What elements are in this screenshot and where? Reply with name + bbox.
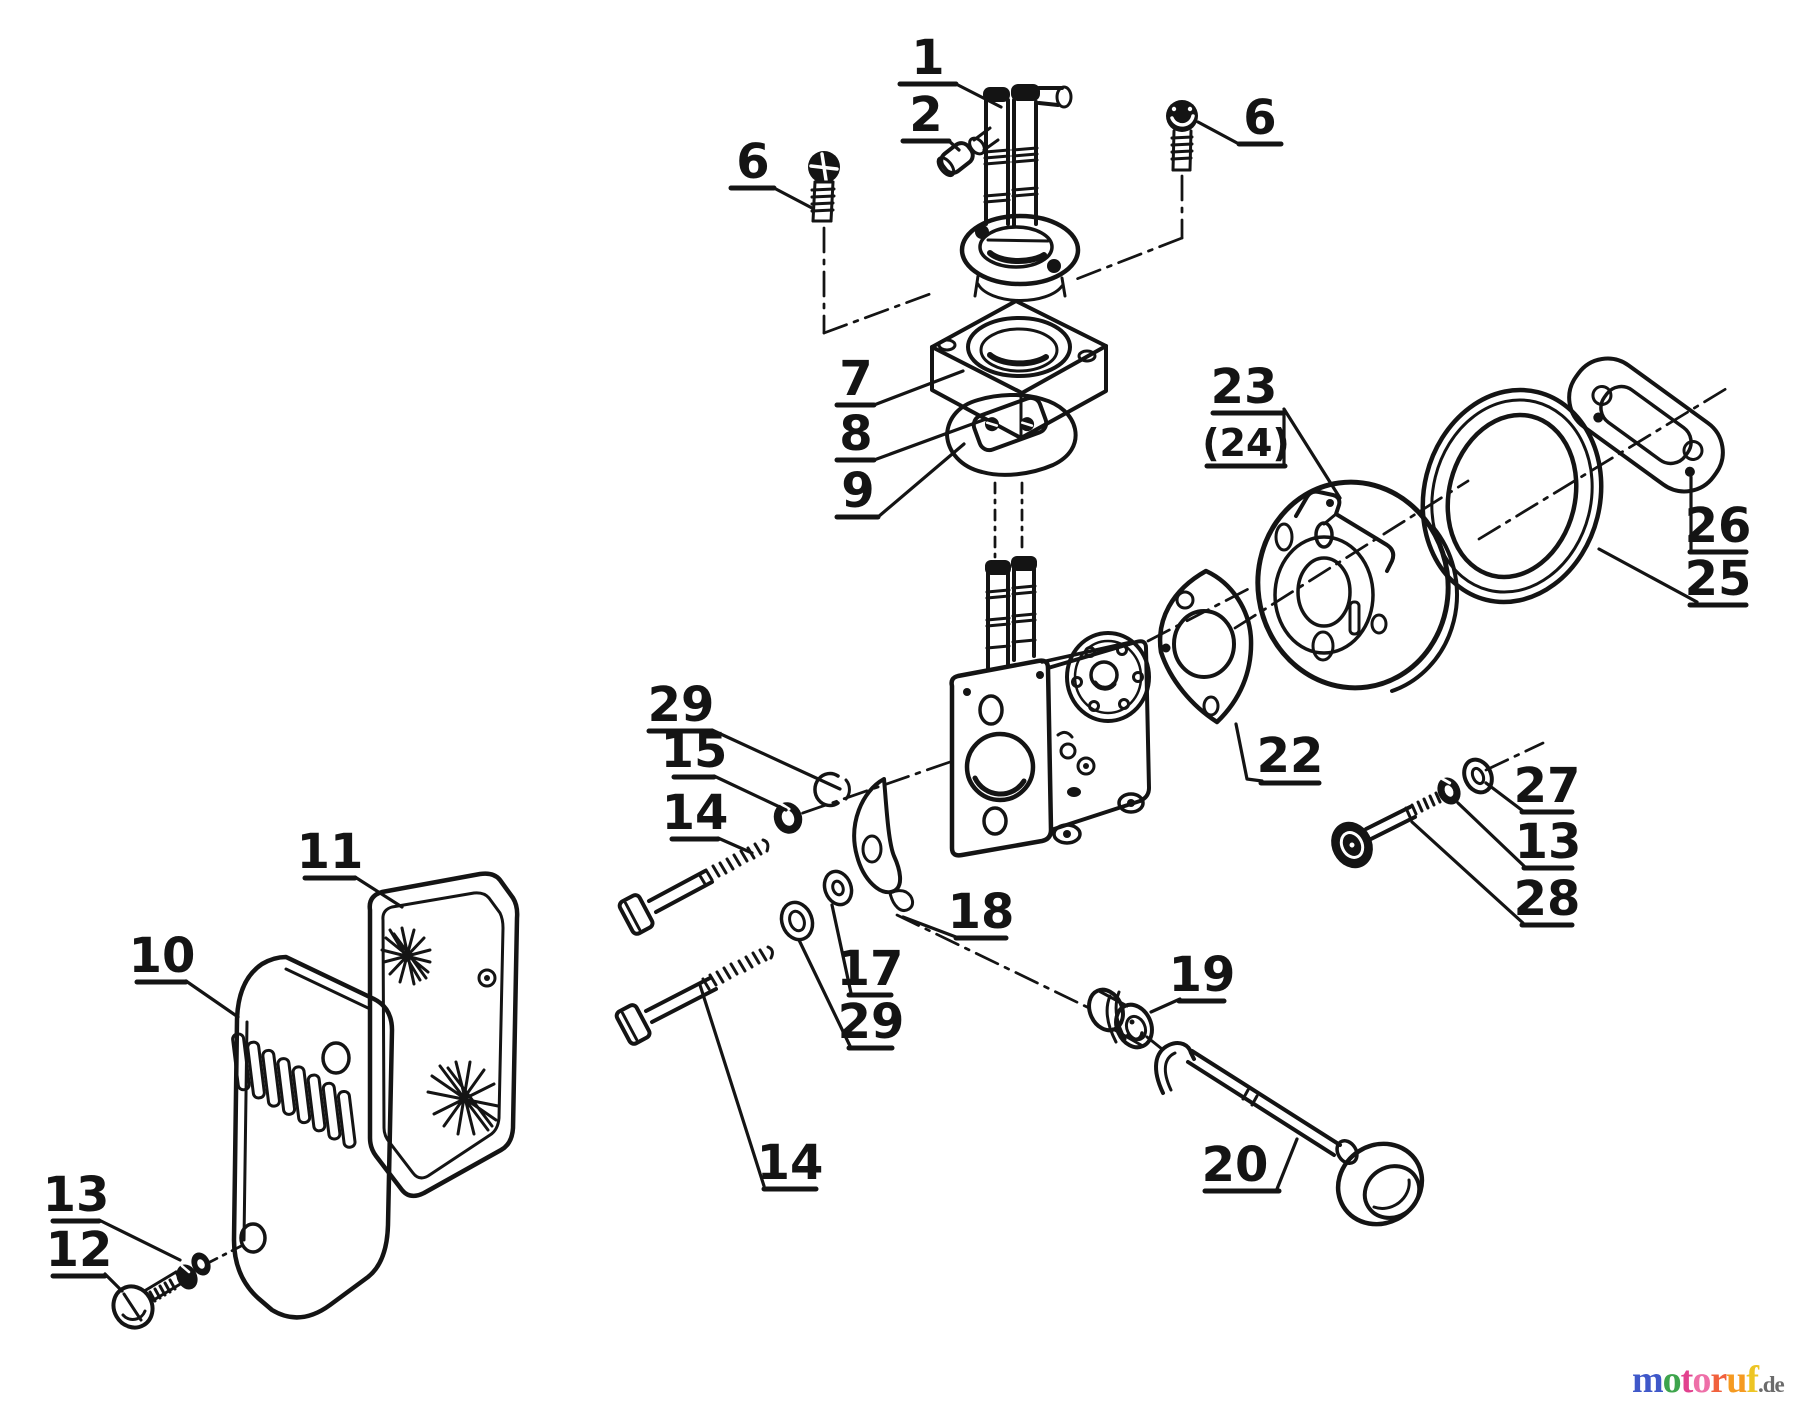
callout-22: 22 [1234, 722, 1324, 786]
callout-29-lower-label: 29 [838, 994, 905, 1050]
stud-centerlines [993, 481, 1024, 561]
watermark-logo-text: motoruf.de [1632, 1359, 1785, 1401]
callout-15: 15 [661, 723, 788, 812]
part-fuel-pipes [968, 84, 1073, 228]
watermark-letter: t [1681, 1359, 1694, 1401]
part-bolt-14-lower [614, 945, 774, 1046]
callout-1-label: 1 [911, 30, 944, 86]
watermark-domain-suffix: .de [1758, 1372, 1785, 1397]
part-screw-6-right [1166, 100, 1198, 172]
callout-7-label: 7 [839, 351, 872, 407]
callout-15-label: 15 [661, 723, 728, 779]
callout-28: 28 [1410, 820, 1581, 928]
callout-14-lower-label: 14 [757, 1135, 824, 1191]
part-pump-gasket-9 [945, 392, 1078, 477]
watermark-letter: m [1632, 1359, 1663, 1401]
part-filter-element-11 [367, 871, 520, 1199]
part-washer-17 [822, 869, 854, 907]
watermark-letter: o [1663, 1359, 1681, 1401]
callout-27-label: 27 [1514, 758, 1581, 814]
filter-texture-spot [380, 926, 432, 986]
callout-10: 10 [129, 928, 240, 1019]
callout-22-label: 22 [1257, 728, 1324, 784]
part-lock-washer-13-left [176, 1252, 211, 1290]
part-lock-washer-13-right [1437, 777, 1461, 805]
part-metering-lever-18 [852, 777, 915, 912]
callout-1: 1 [897, 30, 1003, 109]
callout-6-right-label: 6 [1243, 90, 1276, 146]
callout-17: 17 [830, 903, 904, 998]
watermark-letter: u [1726, 1359, 1747, 1401]
callout-7: 7 [834, 351, 965, 408]
part-ring-25 [1420, 387, 1604, 605]
callout-19-label: 19 [1169, 947, 1236, 1003]
callout-23-24: 23 (24) [1202, 359, 1342, 500]
callout-11: 11 [297, 824, 404, 909]
callout-8: 8 [834, 406, 988, 463]
part-screw-12 [111, 1270, 184, 1330]
part-screw-6-left [808, 151, 840, 223]
part-plug-19 [1087, 987, 1154, 1050]
callout-6-left: 6 [728, 134, 814, 210]
part-choke-rod-20 [1154, 1041, 1425, 1227]
part-bolt-14-upper [617, 838, 770, 936]
part-washer-27 [1462, 757, 1494, 795]
part-bolt-28 [1331, 788, 1447, 869]
callout-14-upper: 14 [662, 785, 754, 855]
part-spacer-7 [930, 299, 1108, 440]
callout-20: 20 [1202, 1137, 1299, 1194]
callout-19: 19 [1149, 947, 1236, 1014]
callout-13-left: 13 [43, 1167, 182, 1262]
callout-13-right: 13 [1456, 801, 1582, 871]
callout-10-label: 10 [129, 928, 196, 984]
callout-27: 27 [1484, 758, 1581, 815]
part-pump-plate-8 [971, 395, 1049, 453]
callout-29-lower: 29 [797, 938, 905, 1051]
callout-2-label: 2 [909, 87, 942, 143]
part-lock-washer-15 [773, 802, 803, 834]
part-clutch-23-24 [1255, 479, 1459, 693]
callout-17-label: 17 [837, 941, 904, 997]
callout-25-label: 25 [1685, 551, 1752, 607]
callout-26: 26 [1685, 475, 1752, 555]
part-air-filter-cover-10 [231, 954, 395, 1320]
part-carburetor-body [949, 556, 1151, 858]
callout-25: 25 [1597, 547, 1752, 608]
callout-28-label: 28 [1514, 871, 1581, 927]
callout-18: 18 [901, 884, 1015, 941]
callout-20-label: 20 [1202, 1137, 1269, 1193]
callout-23-label: 23 [1211, 359, 1278, 415]
callout-11-label: 11 [297, 824, 364, 880]
filter-texture-spot [426, 1060, 500, 1136]
callout-14-lower: 14 [698, 983, 824, 1192]
callout-8-label: 8 [839, 406, 872, 462]
callout-9: 9 [834, 442, 966, 520]
callout-13-left-label: 13 [43, 1167, 110, 1223]
part-diaphragm-plate [1065, 631, 1151, 723]
part-pump-flange [959, 213, 1081, 303]
callout-12-label: 12 [46, 1222, 113, 1278]
callout-2: 2 [900, 87, 961, 152]
watermark-letter: o [1692, 1359, 1710, 1401]
callout-24-label: (24) [1202, 421, 1290, 465]
part-inlet-plug-2 [936, 141, 975, 178]
callout-29-upper: 29 [646, 677, 842, 791]
callout-13-right-label: 13 [1515, 814, 1582, 870]
callout-9-label: 9 [841, 463, 874, 519]
callout-12: 12 [46, 1222, 124, 1293]
callout-18-label: 18 [948, 884, 1015, 940]
watermark: motoruf.de [1632, 1359, 1786, 1401]
centerlines [206, 174, 1731, 1265]
callout-6-right: 6 [1196, 90, 1284, 147]
callout-26-label: 26 [1685, 498, 1752, 554]
part-gasket-26 [1567, 356, 1725, 494]
callout-6-left-label: 6 [736, 134, 769, 190]
part-washer-29 [779, 900, 815, 942]
callout-29-upper-label: 29 [648, 677, 715, 733]
callout-14-upper-label: 14 [662, 785, 729, 841]
watermark-letter: f [1746, 1359, 1760, 1401]
watermark-letter: r [1710, 1359, 1727, 1401]
